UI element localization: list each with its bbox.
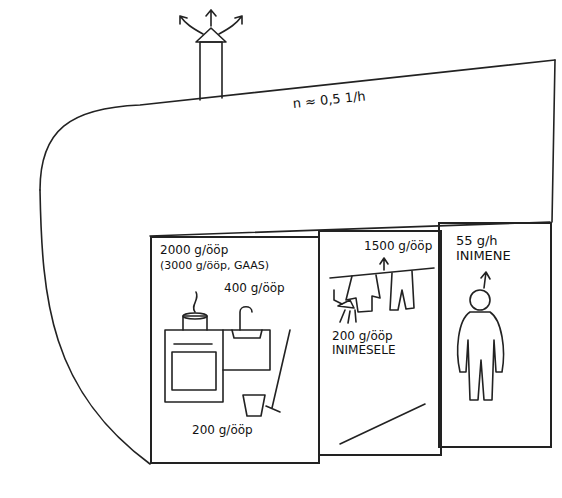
person-head <box>470 290 490 310</box>
moisture-value: 200 g/ööp <box>192 424 282 438</box>
shower-head <box>338 300 354 308</box>
oven-handle <box>174 343 212 345</box>
room: 2000 g/ööp (3000 g/ööp, GAAS) 400 g/ööp 200… <box>150 236 320 464</box>
stove <box>165 330 223 402</box>
moisture-value: (3000 g/ööp, GAAS) <box>160 260 316 273</box>
bucket <box>243 395 265 416</box>
moisture-value: 2000 g/ööp <box>160 244 310 258</box>
shirt <box>346 275 380 312</box>
moisture-value: 200 g/ööp INIMESELE <box>332 330 432 358</box>
floor-line <box>340 404 425 444</box>
chimney-cap <box>196 28 226 42</box>
roof-edge <box>40 60 555 190</box>
tap <box>240 307 252 330</box>
wall-edge <box>552 60 555 222</box>
room: 1500 g/ööp 200 g/ööp INIMESELE <box>318 230 442 456</box>
exhaust-arrow <box>206 10 216 26</box>
oven-door <box>172 352 216 390</box>
room: 55 g/h INIMENE <box>438 222 552 448</box>
vapour-arrow <box>481 272 490 288</box>
steam <box>194 292 197 312</box>
chimney <box>200 42 222 100</box>
sink <box>232 330 262 338</box>
moisture-value: 55 g/h INIMENE <box>456 234 532 264</box>
gable-edge <box>40 190 150 464</box>
trousers <box>390 271 414 310</box>
vapour-arrow <box>380 258 388 270</box>
moisture-value: 400 g/ööp <box>224 282 314 296</box>
pot-lid <box>183 313 207 319</box>
shower-spray <box>340 310 356 323</box>
exhaust-arrow <box>180 16 203 34</box>
clothes-line <box>330 268 434 278</box>
moisture-value: 1500 g/ööp <box>364 240 438 254</box>
exhaust-arrow <box>219 16 242 34</box>
person-body <box>458 312 504 400</box>
shower-pipe <box>334 290 342 304</box>
air-exchange-rate: n ≈ 0,5 1/h <box>292 88 366 111</box>
mop <box>266 330 290 412</box>
counter <box>223 330 270 370</box>
